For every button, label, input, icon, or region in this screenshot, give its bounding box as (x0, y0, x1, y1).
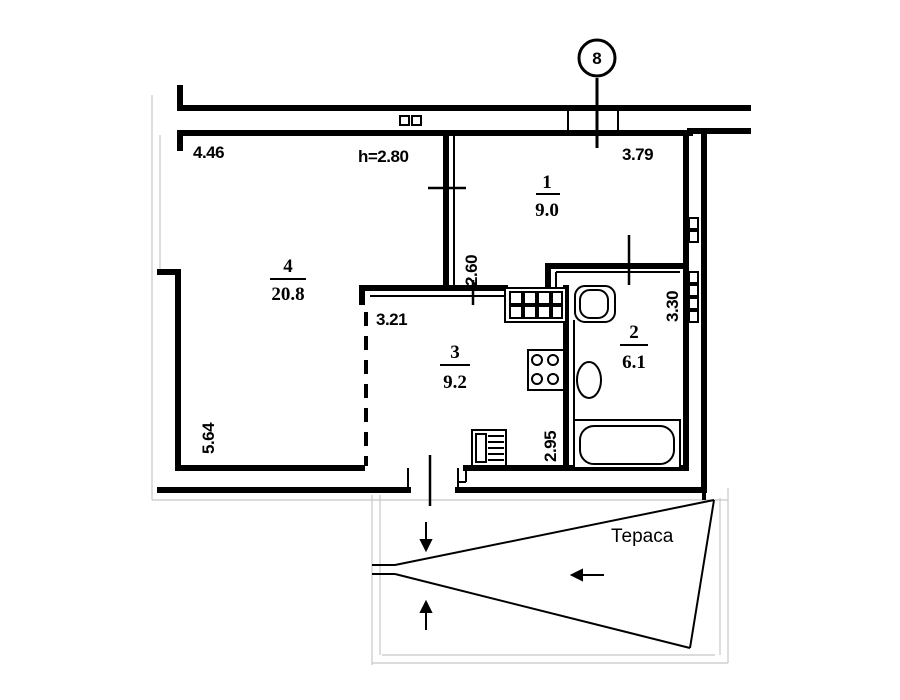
vent-right (688, 217, 699, 323)
dim-room4-top: 4.46 (193, 143, 224, 162)
room3-area: 9.2 (443, 372, 467, 393)
terrace-label: Тераса (611, 526, 674, 547)
ceiling-height: h=2.80 (358, 147, 408, 166)
dim-room4-side: 5.64 (199, 422, 218, 454)
room3-number: 3 (450, 342, 460, 363)
toilet (574, 285, 616, 323)
dim-room3-top: 3.21 (376, 310, 407, 329)
window-top (567, 108, 619, 131)
exterior-walls (177, 85, 751, 134)
stove (527, 349, 565, 391)
dim-room2-side: 3.30 (663, 291, 682, 322)
room1-number: 1 (542, 172, 552, 193)
axis-8: 8 (577, 38, 617, 148)
vent-top (399, 115, 422, 126)
axis-marker-label: 8 (592, 49, 601, 68)
dim-room1-top: 3.79 (622, 145, 653, 164)
dim-room3-side: 2.95 (541, 431, 560, 462)
room2-number: 2 (629, 322, 639, 343)
labels: 4.46 h=2.80 3.79 1 9.0 4 20.8 2.60 3.21 … (193, 143, 682, 547)
kitchen-counter (504, 287, 567, 323)
door-marks (428, 186, 631, 506)
arrows (419, 522, 604, 630)
sink (576, 361, 602, 399)
fridge (471, 429, 507, 467)
room2-area: 6.1 (622, 352, 646, 373)
room1-area: 9.0 (535, 200, 559, 221)
terrace (372, 490, 715, 649)
axis-marker-circle (577, 38, 617, 78)
room4-area: 20.8 (271, 284, 304, 305)
dim-corridor-vertical: 2.60 (462, 255, 481, 286)
light-lines (151, 95, 729, 665)
room4-number: 4 (283, 256, 293, 277)
bathtub (573, 419, 681, 469)
